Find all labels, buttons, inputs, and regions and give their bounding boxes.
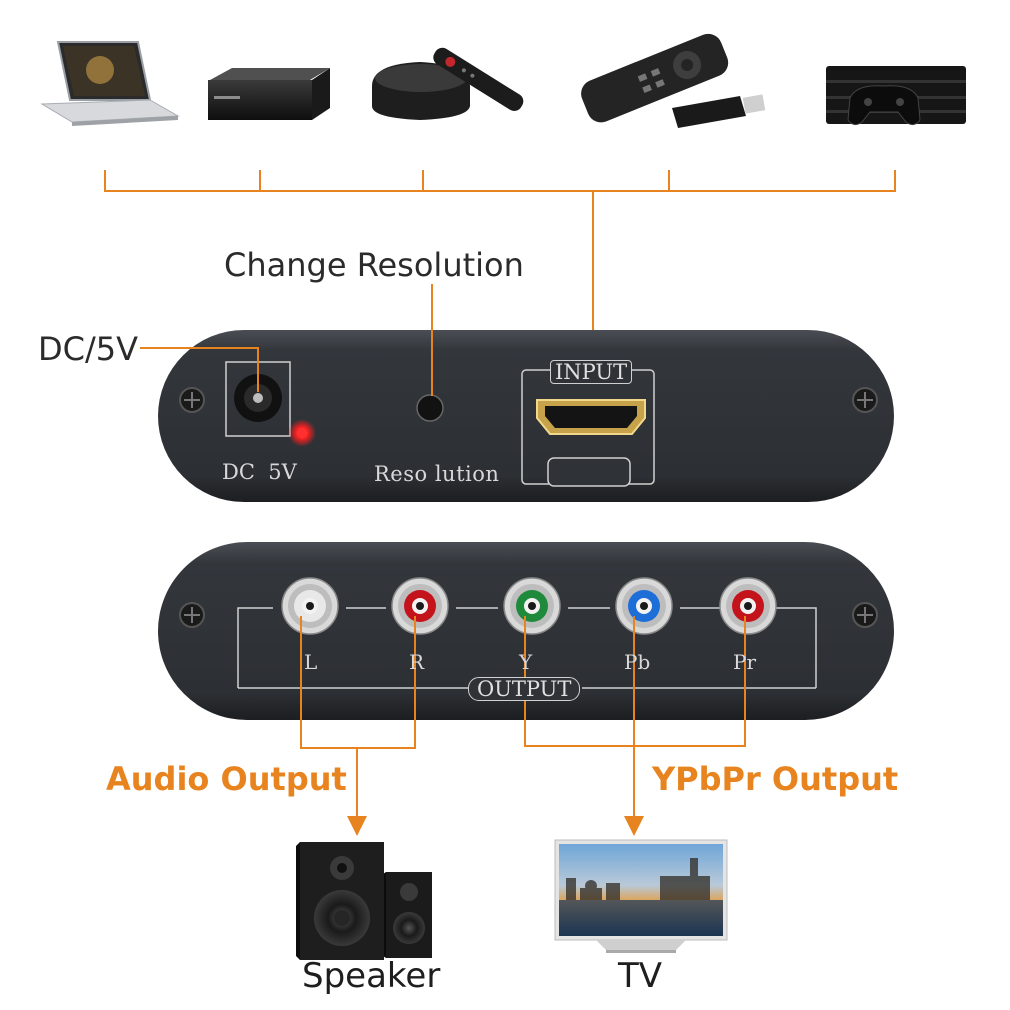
left-screw-top	[179, 387, 205, 413]
right-screw-top	[852, 387, 878, 413]
laptop-icon	[40, 41, 180, 126]
rca-jack-pr	[719, 577, 777, 635]
callout-lines	[140, 284, 433, 396]
silk-output: OUTPUT	[468, 677, 581, 701]
rca-ports	[281, 577, 777, 635]
audio-output-title: Audio Output	[106, 760, 347, 798]
converter-top-panel	[158, 330, 894, 502]
right-screw-bottom	[852, 602, 878, 628]
speaker-icon	[296, 842, 432, 960]
bluray-player-icon	[208, 68, 330, 120]
left-screw-bottom	[179, 602, 205, 628]
port-label-l: L	[304, 650, 318, 674]
port-label-pr: Pr	[733, 650, 757, 674]
port-label-pb: Pb	[624, 650, 651, 674]
tv-box-icon	[372, 47, 524, 120]
hdmi-port	[536, 399, 646, 435]
output-frame	[237, 607, 817, 689]
output-wiring	[300, 616, 746, 836]
dc-5v-label: DC/5V	[38, 330, 139, 368]
rca-jack-y	[503, 577, 561, 635]
silk-input: INPUT	[550, 360, 633, 384]
tv-label: TV	[618, 956, 663, 996]
ypbpr-output-title: YPbPr Output	[652, 760, 899, 798]
silk-dc-5v: DC 5V	[222, 460, 297, 484]
power-led	[288, 419, 316, 447]
resolution-button	[416, 394, 444, 422]
streaming-stick-icon	[581, 33, 766, 128]
port-label-y: Y	[519, 650, 533, 674]
silk-resolution: Reso lution	[374, 462, 500, 486]
change-resolution-label: Change Resolution	[224, 246, 524, 284]
dc-power-jack	[225, 361, 291, 437]
port-label-r: R	[409, 650, 425, 674]
game-console-icon	[826, 66, 966, 126]
speaker-label: Speaker	[302, 956, 441, 996]
rca-jack-r	[391, 577, 449, 635]
rca-jack-pb	[615, 577, 673, 635]
rca-jack-l	[281, 577, 339, 635]
tv-icon	[554, 839, 728, 953]
